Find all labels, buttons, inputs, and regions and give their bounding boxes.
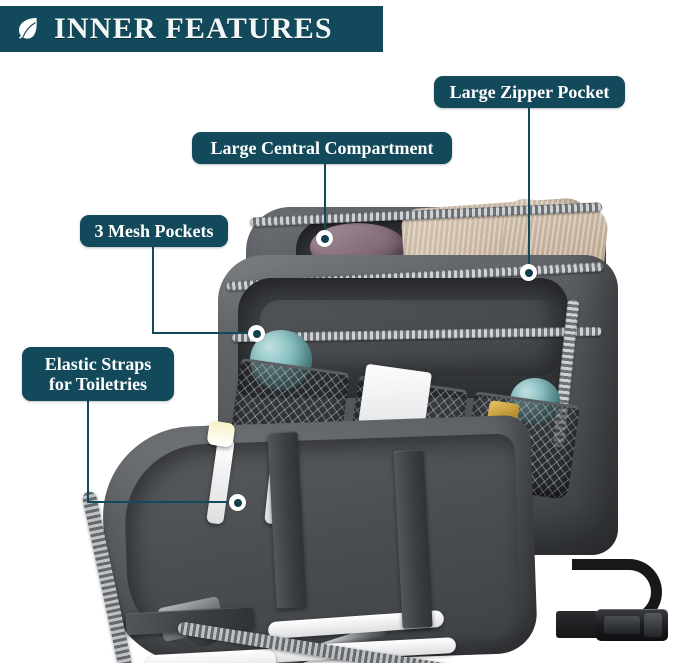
- leader-line-central-compartment: [324, 164, 326, 238]
- product-image: [0, 150, 679, 663]
- callout-label-elastic-straps: Elastic Straps for Toiletries: [44, 353, 152, 394]
- header-bar: INNER FEATURES: [0, 6, 383, 52]
- callout-label-mesh-pockets: 3 Mesh Pockets: [94, 220, 214, 241]
- leader-line-zipper-pocket: [528, 108, 530, 272]
- marker-large-central-compartment[interactable]: [316, 230, 333, 247]
- leaf-icon: [19, 18, 37, 39]
- page-title: INNER FEATURES: [54, 12, 333, 45]
- leader-line-mesh-pockets-horizontal: [152, 332, 257, 334]
- marker-large-zipper-pocket[interactable]: [520, 264, 537, 281]
- callout-label-zipper-pocket: Large Zipper Pocket: [449, 81, 610, 102]
- buckle: [596, 609, 668, 641]
- marker-3-mesh-pockets[interactable]: [248, 325, 265, 342]
- callout-elastic-straps[interactable]: Elastic Straps for Toiletries: [22, 347, 174, 401]
- callout-3-mesh-pockets[interactable]: 3 Mesh Pockets: [80, 215, 228, 247]
- marker-elastic-straps[interactable]: [229, 494, 246, 511]
- callout-label-central-compartment: Large Central Compartment: [210, 137, 434, 158]
- toothbrush-1-bristles: [206, 420, 236, 448]
- leader-line-mesh-pockets-vertical: [152, 247, 154, 334]
- leader-line-elastic-straps-horizontal: [87, 501, 238, 503]
- callout-large-central-compartment[interactable]: Large Central Compartment: [192, 132, 452, 164]
- leader-line-elastic-straps-vertical: [87, 401, 89, 502]
- callout-large-zipper-pocket[interactable]: Large Zipper Pocket: [434, 76, 625, 108]
